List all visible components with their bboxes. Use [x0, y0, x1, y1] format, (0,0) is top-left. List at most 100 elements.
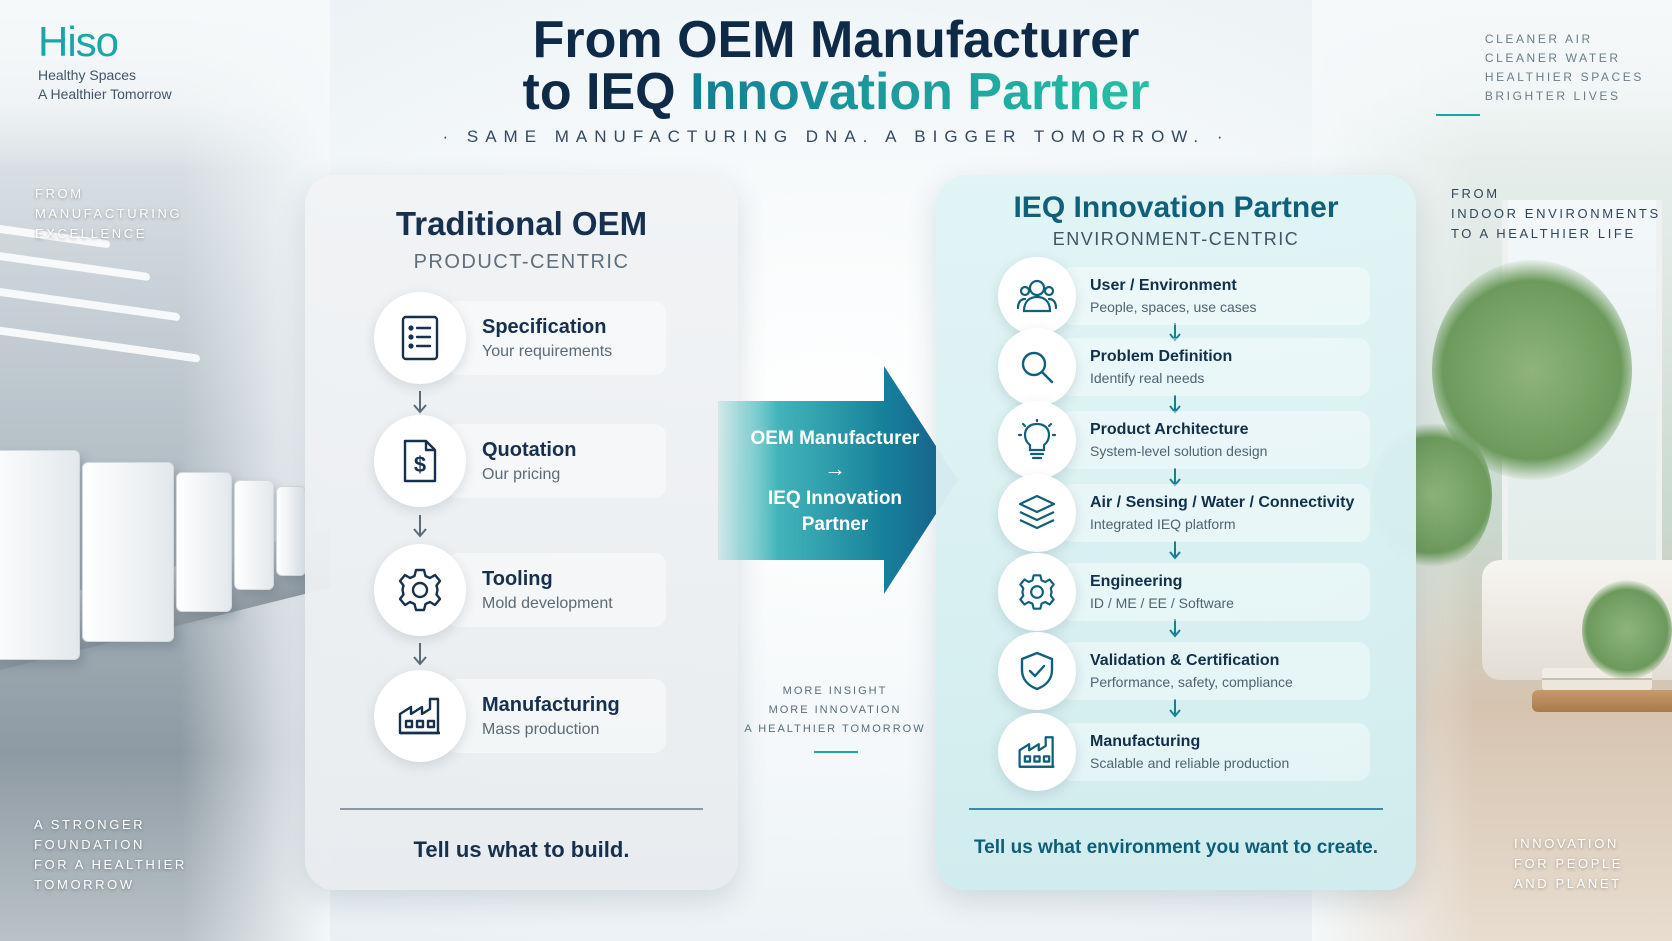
- note-line: MORE INNOVATION: [768, 704, 902, 716]
- divider: [340, 808, 703, 810]
- arrow-down-icon: [1169, 541, 1181, 560]
- caption-line: AND PLANET: [1514, 876, 1622, 891]
- step-card: Air / Sensing / Water / Connectivity Int…: [1060, 484, 1370, 542]
- step-card: Specification Your requirements: [446, 301, 666, 375]
- title-accent: Innovation Partner: [690, 63, 1150, 121]
- title-line-2: to IEQ Innovation Partner: [0, 66, 1672, 118]
- caption-line: FOR A HEALTHIER: [34, 857, 187, 872]
- arrow-down-icon: [1169, 699, 1181, 718]
- arrow-label-from: OEM Manufacturer: [750, 428, 920, 449]
- lightbulb-icon: [998, 401, 1076, 479]
- brand-tagline: Healthy Spaces: [38, 67, 137, 83]
- brand-block: Hiso Healthy Spaces A Healthier Tomorrow: [38, 18, 172, 104]
- layers-icon: [998, 474, 1076, 552]
- search-icon: [998, 328, 1076, 406]
- arrow-down-icon: [413, 391, 427, 414]
- divider: [969, 808, 1383, 810]
- accent-underline: [1436, 114, 1480, 116]
- step-manufacturing: Manufacturing Mass production: [374, 670, 666, 762]
- step-manufacturing: Manufacturing Scalable and reliable prod…: [998, 713, 1370, 791]
- step-description: System-level solution design: [1090, 443, 1268, 459]
- step-title: User / Environment: [1090, 277, 1237, 294]
- step-description: Our pricing: [482, 465, 561, 483]
- side-table: [1532, 690, 1672, 712]
- air-purifier-unit: [276, 486, 306, 576]
- step-engineering: Engineering ID / ME / EE / Software: [998, 553, 1370, 631]
- top-right-tagline: CLEANER AIR CLEANER WATER HEALTHIER SPAC…: [1485, 30, 1644, 106]
- arrow-down-icon: [413, 643, 427, 666]
- step-description: Identify real needs: [1090, 370, 1205, 386]
- caption-line: INNOVATION: [1514, 836, 1619, 851]
- air-purifier-unit: [0, 450, 80, 660]
- step-tooling: Tooling Mold development: [374, 544, 666, 636]
- potted-plant: [1582, 580, 1672, 680]
- step-card: Quotation Our pricing: [446, 424, 666, 498]
- tagline-line: CLEANER WATER: [1484, 51, 1621, 65]
- caption-line: FOR PEOPLE: [1514, 856, 1624, 871]
- panel-title: IEQ Innovation Partner: [1013, 191, 1339, 224]
- arrow-label-to: IEQ Innovation: [767, 488, 903, 509]
- caption-line: INDOOR ENVIRONMENTS: [1451, 206, 1661, 221]
- step-user-environment: User / Environment People, spaces, use c…: [998, 257, 1370, 335]
- note-line: MORE INSIGHT: [782, 685, 888, 697]
- step-product-architecture: Product Architecture System-level soluti…: [998, 401, 1370, 479]
- step-card: Product Architecture System-level soluti…: [1060, 411, 1370, 469]
- factory-icon: [374, 670, 466, 762]
- right-top-caption: FROM INDOOR ENVIRONMENTS TO A HEALTHIER …: [1451, 184, 1661, 244]
- left-bottom-caption: A STRONGER FOUNDATION FOR A HEALTHIER TO…: [34, 815, 187, 895]
- arrow-down-icon: [1169, 468, 1181, 487]
- step-card: Validation & Certification Performance, …: [1060, 642, 1370, 700]
- caption-line: TO A HEALTHIER LIFE: [1451, 226, 1636, 241]
- transformation-arrow: [718, 366, 958, 594]
- step-title: Quotation: [482, 438, 577, 461]
- step-quotation: $ Quotation Our pricing: [374, 415, 666, 507]
- svg-text:$: $: [414, 452, 426, 477]
- step-description: ID / ME / EE / Software: [1090, 595, 1234, 611]
- title-prefix: to IEQ: [522, 63, 691, 121]
- left-top-caption: FROM MANUFACTURING EXCELLENCE: [35, 184, 182, 244]
- gear-icon: [374, 544, 466, 636]
- users-icon: [998, 257, 1076, 335]
- caption-line: FROM: [1451, 186, 1500, 201]
- arrow-down-icon: [1169, 619, 1181, 638]
- step-card: Manufacturing Scalable and reliable prod…: [1060, 723, 1370, 781]
- ceiling-light: [0, 250, 150, 282]
- closing-statement: Tell us what to build.: [413, 837, 630, 862]
- ceiling-light: [0, 325, 200, 363]
- step-description: Integrated IEQ platform: [1090, 516, 1236, 532]
- step-description: Your requirements: [482, 342, 613, 360]
- step-title: Air / Sensing / Water / Connectivity: [1090, 494, 1355, 511]
- brand-tagline: A Healthier Tomorrow: [38, 86, 172, 102]
- tagline-line: CLEANER AIR: [1484, 32, 1593, 46]
- document-list-icon: [374, 292, 466, 384]
- dollar-document-icon: $: [374, 415, 466, 507]
- step-description: People, spaces, use cases: [1090, 299, 1257, 315]
- step-title: Engineering: [1090, 573, 1183, 590]
- step-problem-definition: Problem Definition Identify real needs: [998, 328, 1370, 406]
- panel-title: Traditional OEM: [395, 205, 648, 242]
- caption-line: A STRONGER: [34, 817, 146, 832]
- step-specification: Specification Your requirements: [374, 292, 666, 384]
- step-card: User / Environment People, spaces, use c…: [1060, 267, 1370, 325]
- accent-underline: [814, 751, 858, 753]
- step-description: Scalable and reliable production: [1090, 755, 1290, 771]
- caption-line: TOMORROW: [34, 877, 135, 892]
- step-air-sensing-water-connectivity: Air / Sensing / Water / Connectivity Int…: [998, 474, 1370, 552]
- caption-line: FOUNDATION: [34, 837, 145, 852]
- title-line-1: From OEM Manufacturer: [532, 11, 1140, 69]
- step-card: Manufacturing Mass production: [446, 679, 666, 753]
- step-title: Product Architecture: [1090, 421, 1249, 438]
- arrow-label-to: Partner: [801, 514, 869, 535]
- closing-statement: Tell us what environment you want to cre…: [973, 837, 1378, 858]
- caption-line: MANUFACTURING: [35, 206, 183, 221]
- arrow-down-icon: [1169, 323, 1181, 342]
- air-purifier-unit: [234, 480, 274, 590]
- tagline-line: HEALTHIER SPACES: [1484, 70, 1644, 84]
- step-description: Mold development: [482, 594, 613, 612]
- step-description: Mass production: [482, 720, 600, 738]
- step-title: Manufacturing: [482, 693, 620, 716]
- ceiling-light: [0, 286, 180, 322]
- step-description: Performance, safety, compliance: [1090, 674, 1293, 690]
- page-title: From OEM Manufacturer to IEQ Innovation …: [0, 14, 1672, 118]
- step-card: Problem Definition Identify real needs: [1060, 338, 1370, 396]
